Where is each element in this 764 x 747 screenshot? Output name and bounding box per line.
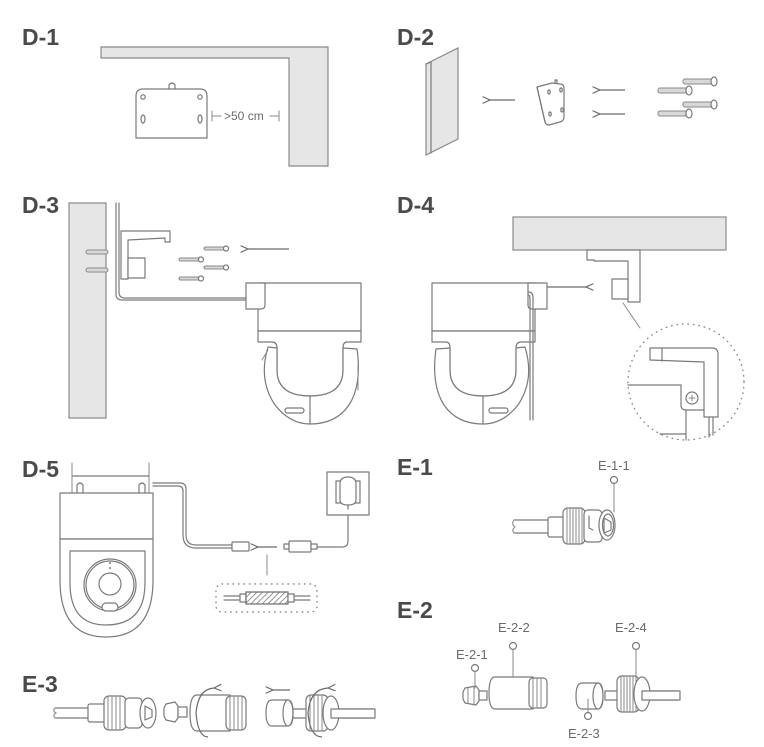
rubber-seal-e2-3: [575, 682, 604, 710]
mounted-bracket: [120, 230, 171, 280]
power-outlet-adapter: [326, 471, 370, 516]
cable-nut-e2-4: [604, 675, 681, 713]
waterproof-sleeve-detail: [215, 583, 318, 613]
step-e3: E-3: [22, 671, 376, 738]
callout-e2-3: E-2-3: [568, 698, 600, 741]
bnc-connector: [512, 507, 616, 545]
anchor-screw: [657, 85, 693, 96]
step-e1: E-1 E-1-1: [397, 454, 630, 545]
step-d3: D-3: [22, 192, 362, 425]
anchor-screw: [657, 108, 693, 119]
mounting-plate: [135, 82, 208, 139]
rotate-arrow-icon: [307, 688, 328, 738]
clearance-dimension-text: >50 cm: [224, 109, 264, 123]
callout-label-e2-4: E-2-4: [615, 620, 647, 635]
ceiling-slab: [512, 216, 727, 251]
wall-screws: [85, 249, 109, 273]
step-label-e2: E-2: [397, 597, 433, 623]
step-label-d1: D-1: [22, 24, 59, 50]
step-d5: D-5: [22, 456, 370, 638]
callout-label-e2-3: E-2-3: [568, 726, 600, 741]
dc-male-connector: [283, 540, 318, 553]
step-label-d4: D-4: [397, 192, 434, 218]
step-label-d2: D-2: [397, 24, 434, 50]
callout-e2-1: E-2-1: [456, 647, 488, 689]
bnc-connector-assembly: [53, 688, 376, 738]
clearance-dimension: >50 cm: [211, 109, 280, 123]
anchor-screw: [682, 99, 718, 110]
detail-callout-line: [622, 302, 641, 329]
step-label-e1: E-1: [397, 454, 433, 480]
ceiling-corner-wall: [100, 46, 329, 167]
rotate-arrow-icon: [195, 688, 214, 738]
camera-cable: [152, 482, 233, 546]
callout-label-e1-1: E-1-1: [598, 458, 630, 473]
callout-label-e2-2: E-2-2: [498, 620, 530, 635]
power-cable: [527, 291, 534, 421]
callout-e2-4: E-2-4: [615, 620, 647, 677]
step-label-d5: D-5: [22, 456, 59, 482]
step-d2: D-2: [397, 24, 718, 156]
ceiling-bracket: [586, 249, 641, 303]
bracket-screws: [178, 245, 230, 282]
callout-label-e2-1: E-2-1: [456, 647, 488, 662]
step-label-d3: D-3: [22, 192, 59, 218]
wall-anchor-screws: [657, 76, 718, 119]
step-d1: D-1 >50 cm: [22, 24, 329, 167]
callout-e2-2: E-2-2: [498, 620, 530, 678]
wall-panel: [425, 47, 459, 156]
wall-bracket: [536, 79, 565, 126]
ptz-camera-side-mirrored: [431, 282, 548, 425]
side-wall: [68, 202, 107, 419]
step-d4: D-4: [397, 192, 745, 441]
coax-cable: [513, 519, 549, 534]
bracket-screw-detail: [627, 323, 745, 441]
connector-nut-e2-1: [462, 685, 488, 706]
power-cable: [115, 202, 248, 301]
callout-e1-1: E-1-1: [598, 458, 630, 513]
ptz-camera-front: [59, 462, 154, 638]
anchor-screw: [682, 76, 718, 87]
ptz-camera-side: [245, 282, 362, 425]
connector-body-e2-2: [488, 676, 548, 710]
step-e2: E-2: [397, 597, 681, 741]
step-label-e3: E-3: [22, 671, 58, 697]
dc-female-connector: [231, 541, 250, 552]
